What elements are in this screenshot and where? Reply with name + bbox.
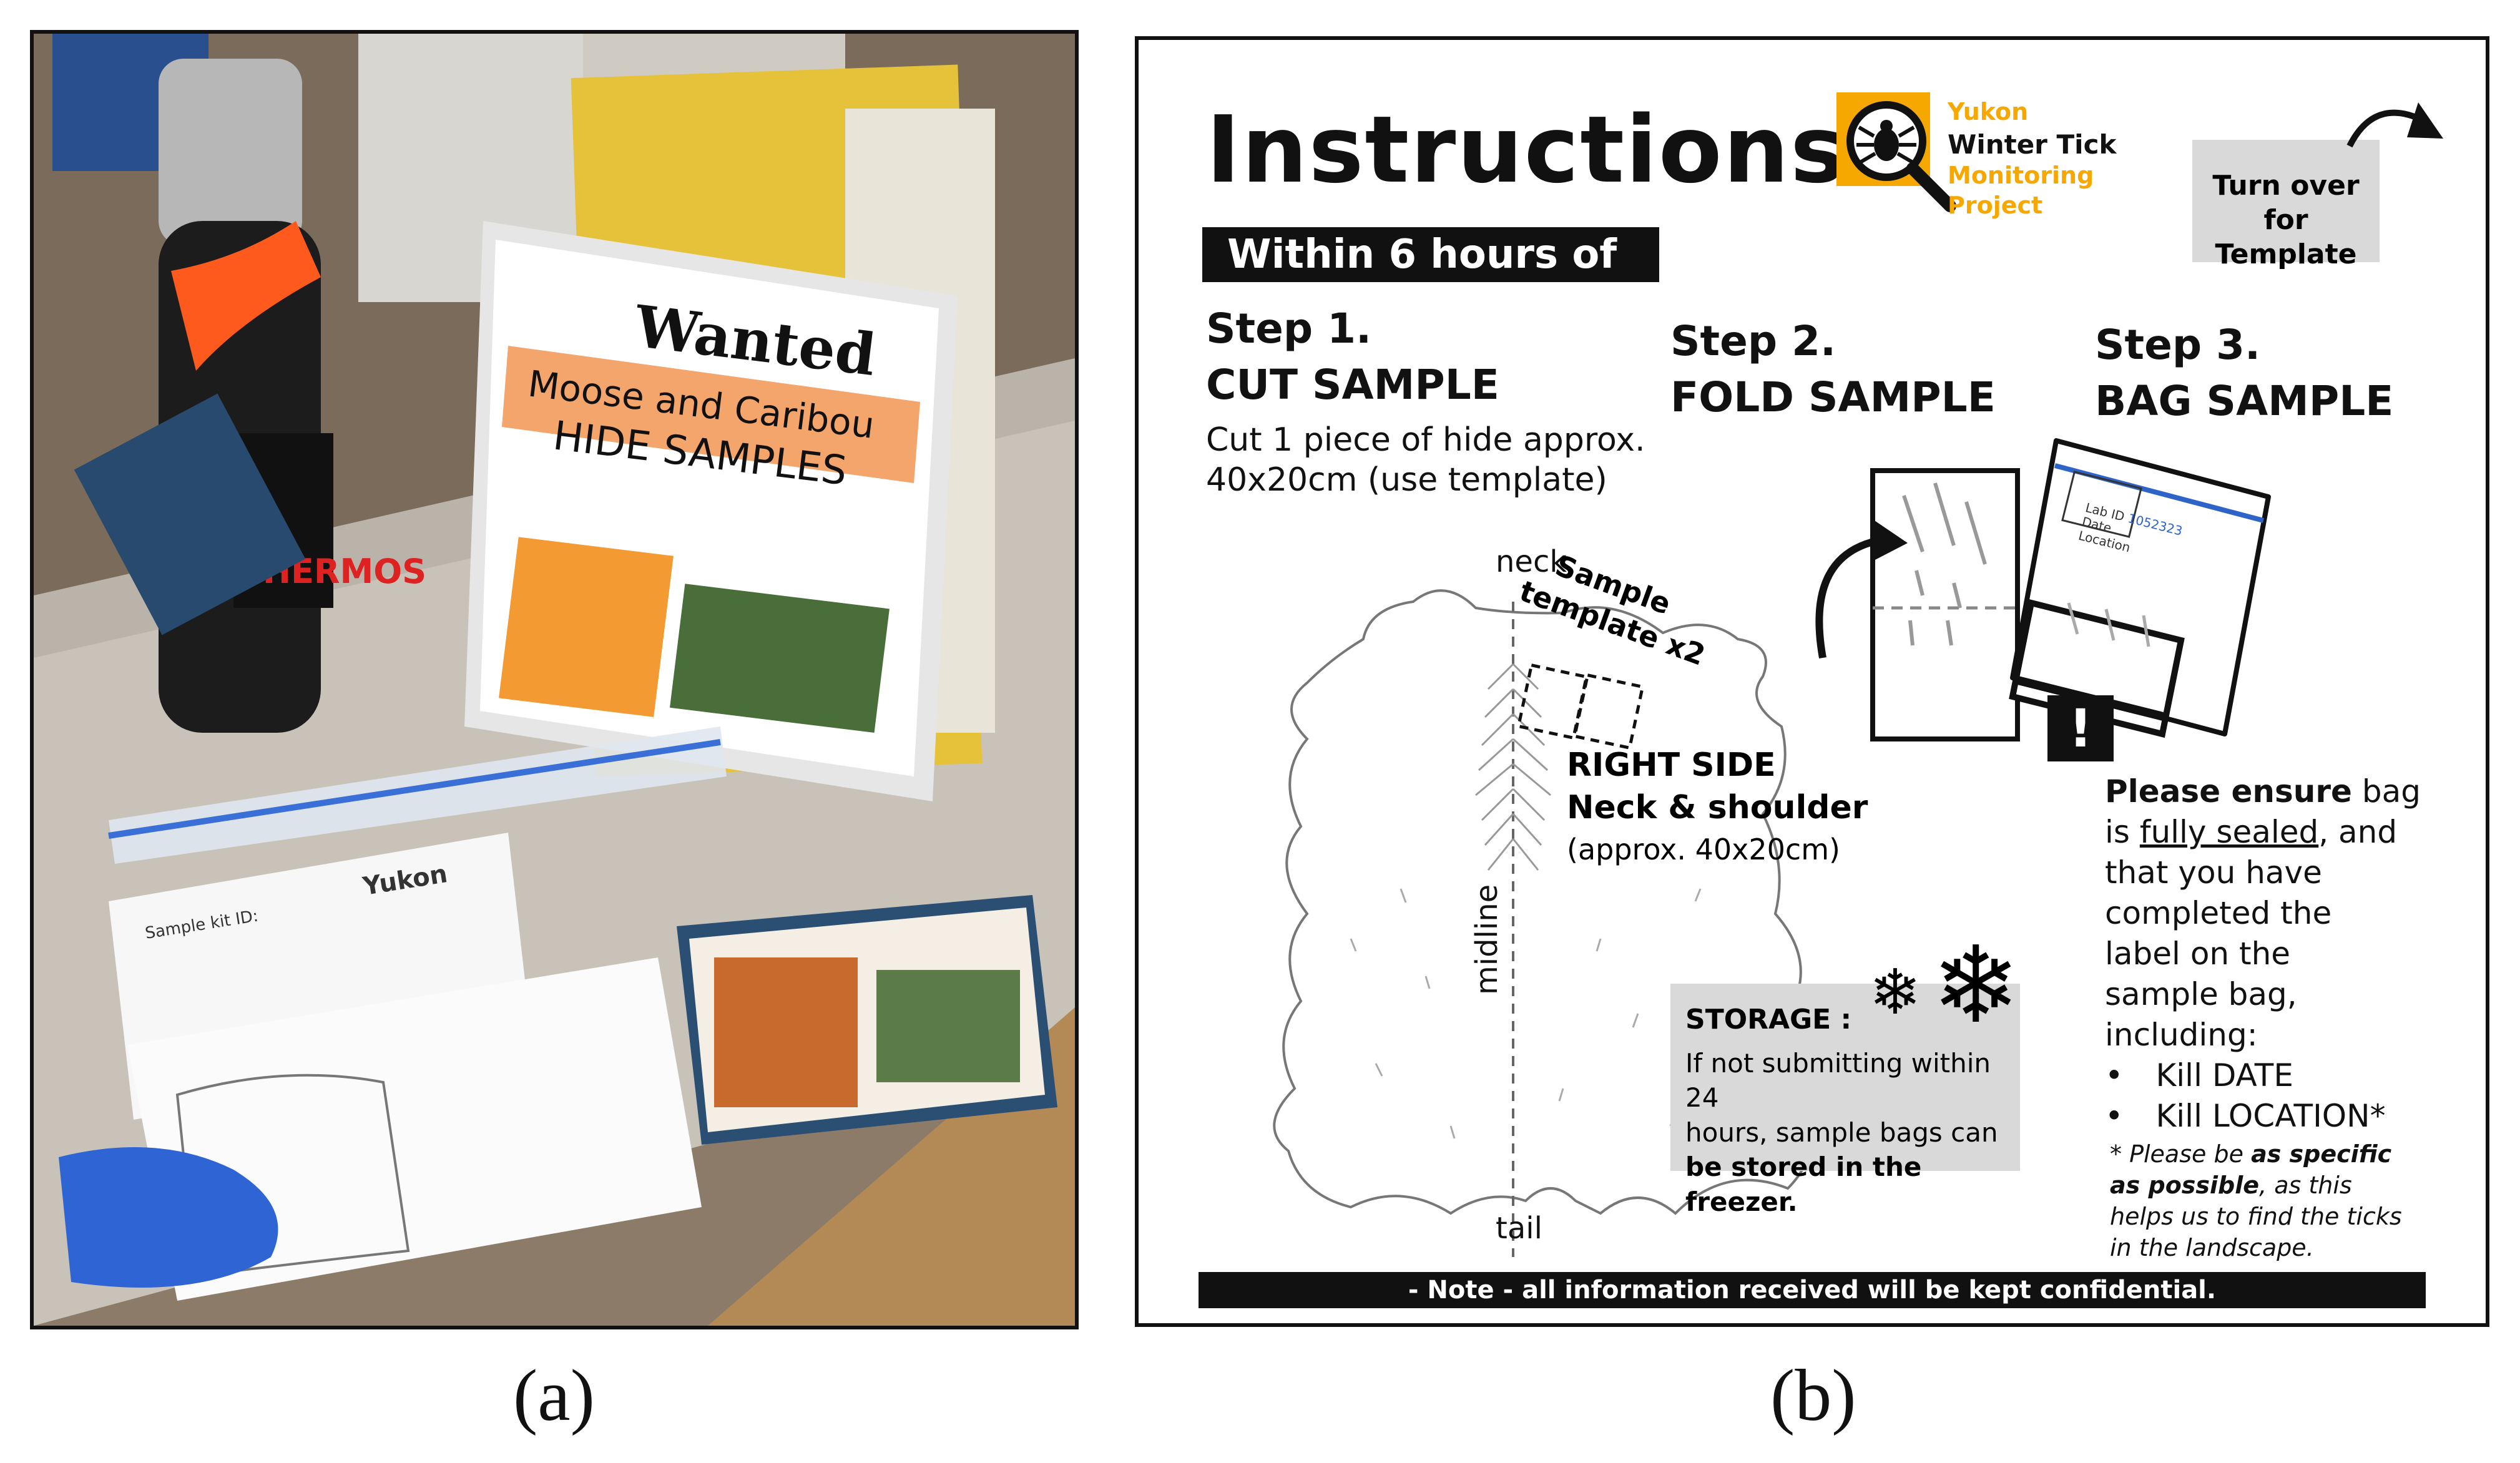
storage-heading: STORAGE : bbox=[1685, 1004, 1852, 1035]
footnote-l1b: as specific bbox=[2251, 1140, 2392, 1168]
ensure-l7: including: bbox=[2105, 1017, 2258, 1053]
turn-over-line1: Turn over bbox=[2212, 170, 2360, 202]
tail-label: tail bbox=[1496, 1211, 1542, 1246]
ensure-l6: sample bag, bbox=[2105, 976, 2297, 1012]
sample-bag-illustration bbox=[2009, 438, 2271, 738]
project-logo: Yukon Winter Tick Monitoring Project bbox=[1836, 92, 2186, 219]
step3-name: BAG SAMPLE bbox=[2095, 377, 2394, 425]
footnote-l4: in the landscape. bbox=[2110, 1234, 2314, 1262]
caption-a: (a) bbox=[513, 1354, 595, 1436]
hide-illustration bbox=[1273, 589, 1810, 1257]
snowflake-small-icon: ❄ bbox=[1869, 956, 1921, 1029]
warning-icon: ! bbox=[2047, 695, 2114, 761]
ensure-l5: label on the bbox=[2105, 936, 2291, 972]
storage-line3: be stored in the freezer. bbox=[1685, 1152, 1922, 1217]
ensure-l1a: Please ensure bbox=[2105, 773, 2352, 810]
step1-desc1: Cut 1 piece of hide approx. bbox=[1206, 421, 1645, 459]
step1-number: Step 1. bbox=[1206, 305, 1372, 353]
caption-b: (b) bbox=[1770, 1354, 1856, 1436]
logo-line3: Monitoring Project bbox=[1948, 162, 2094, 219]
snowflake-large-icon: ❄ bbox=[1931, 924, 2021, 1047]
step1-desc2: 40x20cm (use template) bbox=[1206, 461, 1607, 499]
ensure-l1b: bag bbox=[2351, 773, 2421, 810]
step1-name: CUT SAMPLE bbox=[1206, 361, 1499, 409]
turn-over-box: Turn over for Template bbox=[2192, 140, 2380, 270]
turn-over-arrow-icon bbox=[2346, 102, 2443, 148]
footnote-l1a: * Please be bbox=[2110, 1140, 2252, 1168]
footnote-l3: helps us to find the ticks bbox=[2110, 1203, 2402, 1231]
step3-number: Step 3. bbox=[2095, 321, 2261, 369]
approx-size-label: (approx. 40x20cm) bbox=[1567, 833, 1840, 866]
kit-photo: THERMOS Wanted Moose and Caribou HIDE SA… bbox=[34, 34, 1075, 1326]
time-banner: Within 6 hours of kill bbox=[1202, 227, 1659, 325]
ensure-l3: that you have bbox=[2105, 854, 2322, 891]
neck-shoulder-label: Neck & shoulder bbox=[1567, 789, 1868, 826]
instructions-sheet-panel-b: Instructions: Yukon Winter Tick Monitori… bbox=[1135, 36, 2489, 1327]
midline-label: midline bbox=[1469, 884, 1504, 995]
neck-label: neck bbox=[1496, 544, 1567, 579]
storage-box: STORAGE : If not submitting within 24 ho… bbox=[1670, 984, 2020, 1217]
right-side-label: RIGHT SIDE bbox=[1567, 746, 1776, 784]
footnote: * Please be as specific as possible, as … bbox=[2110, 1138, 2459, 1264]
ensure-l4: completed the bbox=[2105, 895, 2332, 931]
ensure-bullet1: Kill DATE bbox=[2155, 1057, 2293, 1094]
storage-line2: hours, sample bags can bbox=[1685, 1117, 1998, 1148]
storage-line1: If not submitting within 24 bbox=[1685, 1048, 1991, 1113]
page-title: Instructions: bbox=[1206, 96, 1885, 203]
bullet-dot-1: • bbox=[2105, 1057, 2124, 1094]
footnote-l2b: , as this bbox=[2259, 1172, 2352, 1200]
confidentiality-footer: - Note - all information received will b… bbox=[1199, 1272, 2426, 1308]
step2-name: FOLD SAMPLE bbox=[1670, 373, 1996, 421]
step2-number: Step 2. bbox=[1670, 317, 1836, 365]
ensure-l2b: fully sealed bbox=[2139, 814, 2319, 850]
bullet-dot-2: • bbox=[2105, 1098, 2124, 1134]
logo-line2: Winter Tick bbox=[1948, 129, 2117, 160]
photo-panel-a: THERMOS Wanted Moose and Caribou HIDE SA… bbox=[30, 30, 1079, 1329]
ensure-text: Please ensure bag is fully sealed, and t… bbox=[2105, 771, 2454, 1137]
magnifier-tick-icon bbox=[1836, 92, 1956, 212]
logo-line1: Yukon bbox=[1948, 98, 2029, 125]
ensure-l2a: is bbox=[2105, 814, 2140, 850]
turn-over-line2: for Template bbox=[2215, 204, 2357, 270]
footnote-l2a: as possible bbox=[2110, 1172, 2260, 1200]
ensure-l2c: , and bbox=[2318, 814, 2398, 850]
fold-sample-illustration bbox=[1815, 468, 2020, 741]
ensure-bullet2: Kill LOCATION* bbox=[2155, 1098, 2386, 1134]
